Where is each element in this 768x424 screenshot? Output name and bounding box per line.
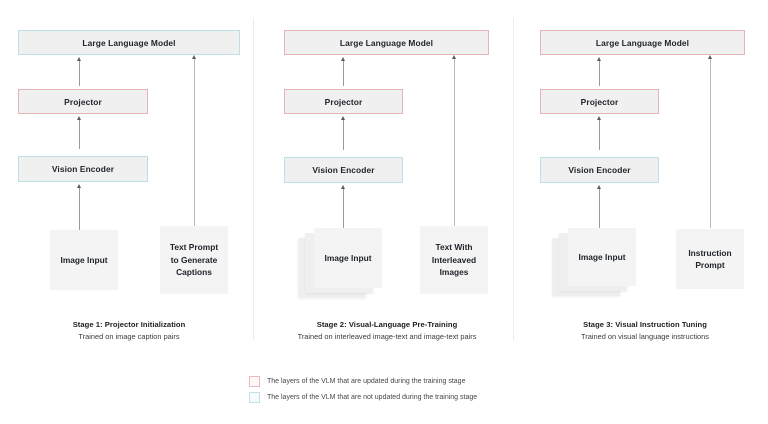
stage-2-caption: Stage 2: Visual-Language Pre-Training Tr…	[262, 320, 512, 341]
stage-3-caption: Stage 3: Visual Instruction Tuning Train…	[520, 320, 768, 341]
column-divider-2	[513, 18, 514, 340]
stage-1-vision-encoder-block[interactable]: Vision Encoder	[18, 156, 148, 182]
stage-3-arrowhead-projector	[596, 116, 601, 120]
legend-row-updated: The layers of the VLM that are updated d…	[249, 373, 579, 389]
legend-swatch-updated-icon	[249, 375, 260, 387]
stage-1-image-input-group: Image Input	[50, 230, 118, 290]
stage-2-arrowhead-projector	[340, 116, 345, 120]
stage-3-projector-block[interactable]: Projector	[540, 89, 659, 114]
stage-1-arrow-encoder-to-projector	[79, 119, 80, 149]
stage-2-line-text-to-llm	[454, 58, 455, 228]
stage-1-column: Large Language Model Projector Vision En…	[4, 0, 254, 348]
legend-row-not-updated: The layers of the VLM that are not updat…	[249, 389, 579, 405]
stage-2-arrow-projector-to-llm	[343, 60, 344, 86]
stage-1-line-text-to-llm	[194, 58, 195, 228]
stage-1-projector-block[interactable]: Projector	[18, 89, 148, 114]
legend-label-updated: The layers of the VLM that are updated d…	[267, 377, 466, 385]
stage-1-arrow-image-to-encoder	[79, 187, 80, 231]
stage-3-line-text-to-llm	[710, 58, 711, 228]
stage-1-caption-title: Stage 1: Projector Initialization	[72, 320, 186, 329]
stage-2-arrowhead-llm	[340, 57, 345, 61]
stage-2-vision-encoder-block[interactable]: Vision Encoder	[284, 157, 403, 183]
stage-3-image-input-group: Image Input	[552, 228, 638, 298]
column-divider-1	[253, 18, 254, 340]
stage-1-caption: Stage 1: Projector Initialization Traine…	[4, 320, 254, 341]
stage-1-arrow-projector-to-llm	[79, 60, 80, 86]
legend: The layers of the VLM that are updated d…	[249, 373, 579, 405]
stage-2-large-language-model-block[interactable]: Large Language Model	[284, 30, 489, 55]
stage-2-projector-block[interactable]: Projector	[284, 89, 403, 114]
stage-1-large-language-model-block[interactable]: Large Language Model	[18, 30, 240, 55]
stage-2-arrow-encoder-to-projector	[343, 119, 344, 150]
stage-3-caption-title: Stage 3: Visual Instruction Tuning	[583, 320, 707, 329]
stage-3-large-language-model-block[interactable]: Large Language Model	[540, 30, 745, 55]
stage-1-caption-subtitle: Trained on image caption pairs	[78, 331, 180, 341]
stage-3-arrowhead-text-to-llm	[707, 55, 712, 59]
stage-1-arrowhead-encoder	[76, 184, 81, 188]
stage-3-caption-subtitle: Trained on visual language instructions	[581, 331, 709, 341]
stage-1-arrowhead-text-to-llm	[191, 55, 196, 59]
stage-3-vision-encoder-block[interactable]: Vision Encoder	[540, 157, 659, 183]
stage-2-image-input-group: Image Input	[298, 228, 384, 300]
stage-2-arrow-image-to-encoder	[343, 188, 344, 230]
stage-1-arrowhead-projector	[76, 116, 81, 120]
stage-3-arrowhead-llm	[596, 57, 601, 61]
stage-2-caption-subtitle: Trained on interleaved image-text and im…	[297, 331, 477, 341]
stage-1-image-input-card[interactable]: Image Input	[50, 230, 118, 290]
stage-2-arrowhead-text-to-llm	[451, 55, 456, 59]
stage-2-arrowhead-encoder	[340, 185, 345, 189]
stage-3-arrow-encoder-to-projector	[599, 119, 600, 150]
stage-1-text-prompt-card[interactable]: Text Prompt to Generate Captions	[160, 226, 228, 294]
stage-2-caption-title: Stage 2: Visual-Language Pre-Training	[316, 320, 458, 329]
stage-3-column: Large Language Model Projector Vision En…	[520, 0, 768, 348]
stage-3-arrow-image-to-encoder	[599, 188, 600, 230]
stage-2-image-input-card[interactable]: Image Input	[314, 228, 382, 288]
stage-3-arrow-projector-to-llm	[599, 60, 600, 86]
stage-3-instruction-prompt-card[interactable]: Instruction Prompt	[676, 229, 744, 289]
stage-3-arrowhead-encoder	[596, 185, 601, 189]
stage-2-text-input-card[interactable]: Text With Interleaved Images	[420, 226, 488, 294]
stage-3-image-input-card[interactable]: Image Input	[568, 228, 636, 286]
legend-swatch-not-updated-icon	[249, 391, 260, 403]
stage-2-column: Large Language Model Projector Vision En…	[262, 0, 512, 348]
legend-label-not-updated: The layers of the VLM that are not updat…	[267, 393, 478, 401]
stage-1-arrowhead-llm	[76, 57, 81, 61]
